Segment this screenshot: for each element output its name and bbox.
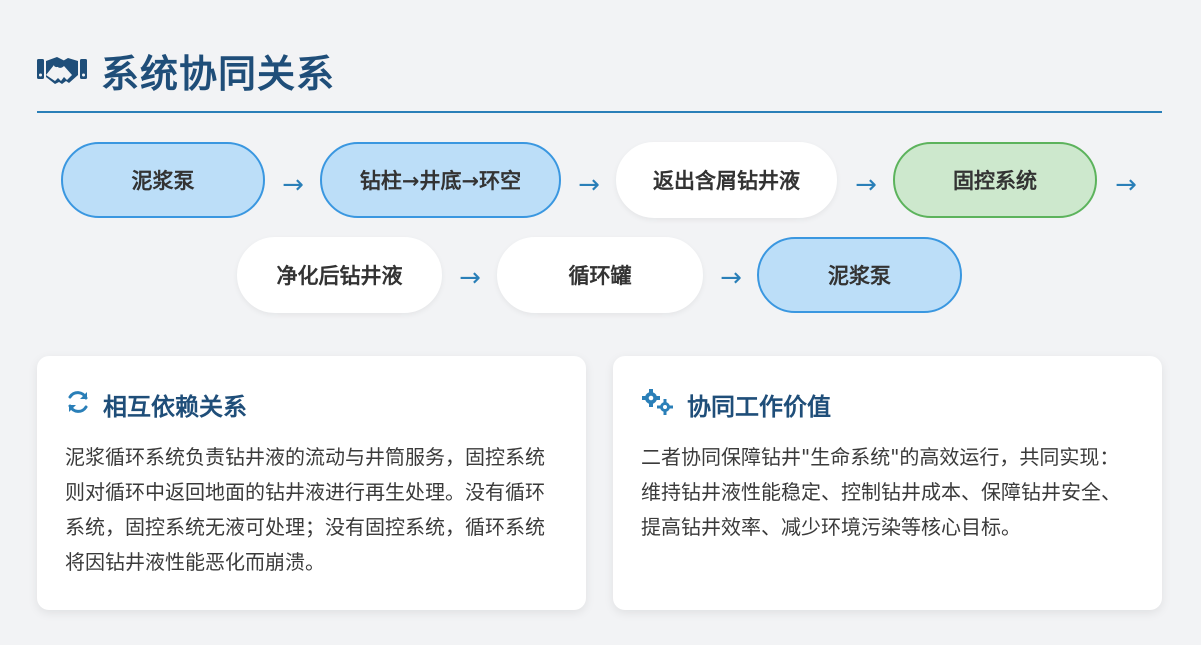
sync-icon [65, 389, 91, 419]
flow-arrow: → [459, 263, 481, 293]
card-title: 相互依赖关系 [103, 392, 247, 421]
flow-node-solids-control: 固控系统 [893, 142, 1097, 218]
flow-node-mud-pump-return: 泥浆泵 [757, 237, 962, 313]
flow-arrow: → [855, 170, 877, 200]
header-divider [37, 111, 1162, 113]
flow-node-mud-pump: 泥浆泵 [61, 142, 265, 218]
flow-node-drill-string: 钻柱→井底→环空 [320, 142, 561, 218]
page-title: 系统协同关系 [101, 51, 336, 96]
flow-node-circulation-tank: 循环罐 [497, 237, 703, 313]
card-collaboration-value: 协同工作价值 二者协同保障钻井"生命系统"的高效运行，共同实现：维持钻井液性能稳… [613, 356, 1162, 610]
card-title: 协同工作价值 [687, 392, 831, 421]
handshake-icon [37, 50, 87, 90]
flow-arrow: → [1115, 170, 1137, 200]
card-interdependence: 相互依赖关系 泥浆循环系统负责钻井液的流动与井筒服务，固控系统则对循环中返回地面… [37, 356, 586, 610]
flow-arrow: → [720, 263, 742, 293]
flow-node-clean-fluid: 净化后钻井液 [237, 237, 442, 313]
gears-icon [641, 388, 675, 420]
flow-arrow: → [578, 170, 600, 200]
card-text: 二者协同保障钻井"生命系统"的高效运行，共同实现：维持钻井液性能稳定、控制钻井成… [641, 445, 1121, 539]
flow-arrow: → [282, 170, 304, 200]
page-header: 系统协同关系 [37, 40, 1162, 100]
card-text: 泥浆循环系统负责钻井液的流动与井筒服务，固控系统则对循环中返回地面的钻井液进行再… [65, 445, 545, 574]
flow-node-return-fluid: 返出含屑钻井液 [616, 142, 837, 218]
